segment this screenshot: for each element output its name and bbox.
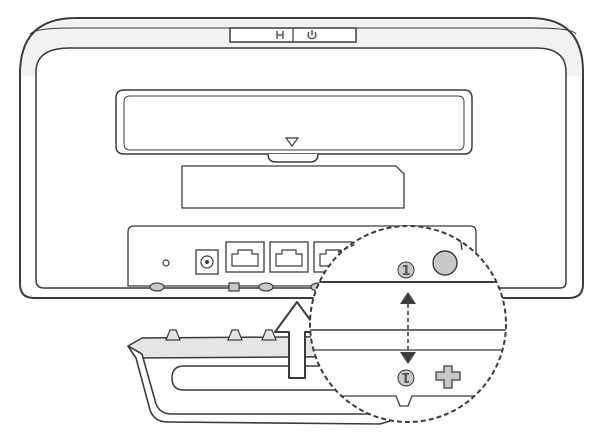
marker-bottom-label: 1: [401, 369, 410, 384]
ethernet-port-icon: [269, 241, 309, 273]
double-arrow-icon: [400, 292, 416, 364]
power-icon: [307, 30, 317, 40]
handle-recess: [115, 89, 473, 155]
marker-bottom-badge: [397, 369, 415, 387]
ethernet-port-icon: [225, 241, 265, 273]
callout-outline: [309, 225, 507, 423]
marker-top-label: 1: [401, 264, 410, 279]
reset-hole-icon: [162, 259, 170, 267]
router-body: [19, 17, 584, 299]
marker-top-badge: [397, 261, 415, 279]
triangle-marker-icon: [284, 137, 300, 147]
callout-connector: [337, 243, 357, 253]
handle-notch: [267, 153, 319, 163]
label-plate: [181, 165, 405, 209]
latch-knob-icon: [432, 250, 458, 276]
button-pictogram-icon: [276, 31, 284, 39]
top-button-bar: [229, 27, 357, 43]
handle-recess-inner: [123, 95, 465, 151]
power-jack-icon: [195, 249, 219, 275]
cross-clip-icon: [435, 365, 461, 389]
